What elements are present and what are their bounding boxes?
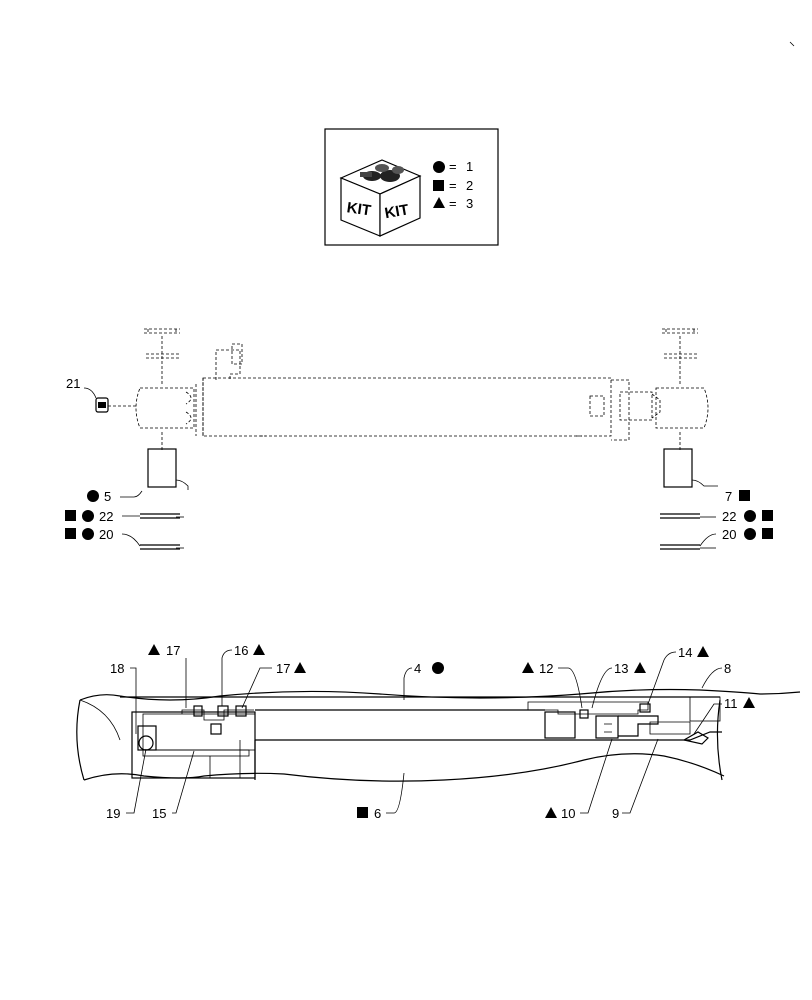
section-view <box>76 688 801 782</box>
callout-7: 7 <box>725 489 732 504</box>
callout-8: 8 <box>724 661 731 676</box>
triangle-symbol <box>433 197 445 208</box>
callout-10: 10 <box>561 806 575 821</box>
bushing-5 <box>147 448 177 488</box>
callout-20-left: 20 <box>99 527 113 542</box>
legend-square-value: 2 <box>466 178 473 193</box>
callout-18: 18 <box>110 661 124 676</box>
svg-text:=: = <box>449 196 457 211</box>
callout-4: 4 <box>414 661 421 676</box>
washer-20-left <box>140 544 180 550</box>
callout-16: 16 <box>234 643 248 658</box>
legend-triangle-value: 3 <box>466 196 473 211</box>
callout-17-b: 17 <box>276 661 290 676</box>
legend-circle-value: 1 <box>466 159 473 174</box>
callout-22-left: 22 <box>99 509 113 524</box>
callout-22-right: 22 <box>722 509 736 524</box>
callout-15: 15 <box>152 806 166 821</box>
callout-5: 5 <box>104 489 111 504</box>
callout-12: 12 <box>539 661 553 676</box>
kit-text-left: KIT <box>346 199 372 219</box>
svg-text:=: = <box>449 159 457 174</box>
callout-11: 11 <box>724 696 738 711</box>
callout-9: 9 <box>612 806 619 821</box>
callout-6: 6 <box>374 806 381 821</box>
washer-22-right <box>660 513 700 519</box>
square-symbol <box>433 180 444 191</box>
kit-box-icon: KIT KIT <box>339 159 422 237</box>
grease-fitting-21 <box>95 397 109 413</box>
callout-20-right: 20 <box>722 527 736 542</box>
callout-17-a: 17 <box>166 643 180 658</box>
callout-19: 19 <box>106 806 120 821</box>
washer-22-left <box>140 513 180 519</box>
circle-symbol <box>433 161 445 173</box>
callout-21: 21 <box>66 376 80 391</box>
callout-14: 14 <box>678 645 692 660</box>
callout-13: 13 <box>614 661 628 676</box>
kit-legend-box: KIT KIT = 1 = 2 = 3 <box>324 128 499 246</box>
svg-text:=: = <box>449 178 457 193</box>
kit-text-right: KIT <box>383 201 410 222</box>
cylinder-assembly <box>83 328 718 550</box>
bushing-7 <box>663 448 693 488</box>
washer-20-right <box>660 544 700 550</box>
